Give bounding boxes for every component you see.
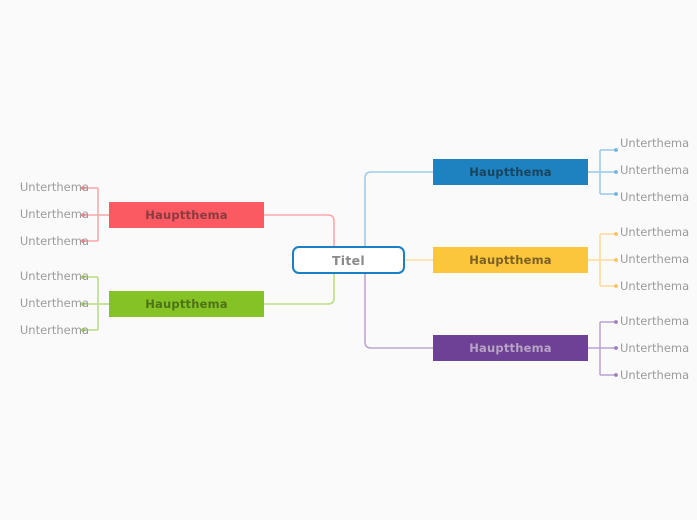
main-node-red-label: Hauptthema bbox=[145, 208, 228, 222]
leaf-node-blue-3[interactable]: Unterthema bbox=[620, 190, 690, 204]
root-node-titel[interactable]: Titel bbox=[292, 246, 405, 274]
main-node-green[interactable]: Hauptthema bbox=[109, 291, 264, 317]
leaf-node-green-2[interactable]: Unterthema bbox=[19, 296, 89, 310]
main-node-purple[interactable]: Hauptthema bbox=[433, 335, 588, 361]
main-node-red[interactable]: Hauptthema bbox=[109, 202, 264, 228]
main-node-green-label: Hauptthema bbox=[145, 297, 228, 311]
leaf-node-purple-1[interactable]: Unterthema bbox=[620, 314, 690, 328]
leaf-node-yellow-3[interactable]: Unterthema bbox=[620, 279, 690, 293]
leaf-node-green-3[interactable]: Unterthema bbox=[19, 323, 89, 337]
main-node-blue-label: Hauptthema bbox=[469, 165, 552, 179]
main-node-yellow[interactable]: Hauptthema bbox=[433, 247, 588, 273]
main-node-blue[interactable]: Hauptthema bbox=[433, 159, 588, 185]
connector-group-yellow bbox=[588, 232, 618, 288]
leaf-node-yellow-1[interactable]: Unterthema bbox=[620, 225, 690, 239]
leaf-node-green-1[interactable]: Unterthema bbox=[19, 269, 89, 283]
leaf-node-blue-2[interactable]: Unterthema bbox=[620, 163, 690, 177]
connector-root-to-blue bbox=[364, 171, 433, 246]
main-node-purple-label: Hauptthema bbox=[469, 341, 552, 355]
connector-group-blue bbox=[588, 148, 618, 196]
leaf-node-red-3[interactable]: Unterthema bbox=[19, 234, 89, 248]
root-node-label: Titel bbox=[331, 252, 366, 268]
leaf-node-purple-3[interactable]: Unterthema bbox=[620, 368, 690, 382]
leaf-node-red-1[interactable]: Unterthema bbox=[19, 180, 89, 194]
leaf-node-purple-2[interactable]: Unterthema bbox=[620, 341, 690, 355]
connector-group-purple bbox=[588, 320, 618, 377]
connector-root-to-red bbox=[264, 214, 335, 246]
leaf-node-red-2[interactable]: Unterthema bbox=[19, 207, 89, 221]
leaf-node-yellow-2[interactable]: Unterthema bbox=[620, 252, 690, 266]
connector-root-to-green bbox=[264, 274, 335, 305]
connector-root-to-purple bbox=[364, 274, 433, 349]
main-node-yellow-label: Hauptthema bbox=[469, 253, 552, 267]
leaf-node-blue-1[interactable]: Unterthema bbox=[620, 136, 690, 150]
